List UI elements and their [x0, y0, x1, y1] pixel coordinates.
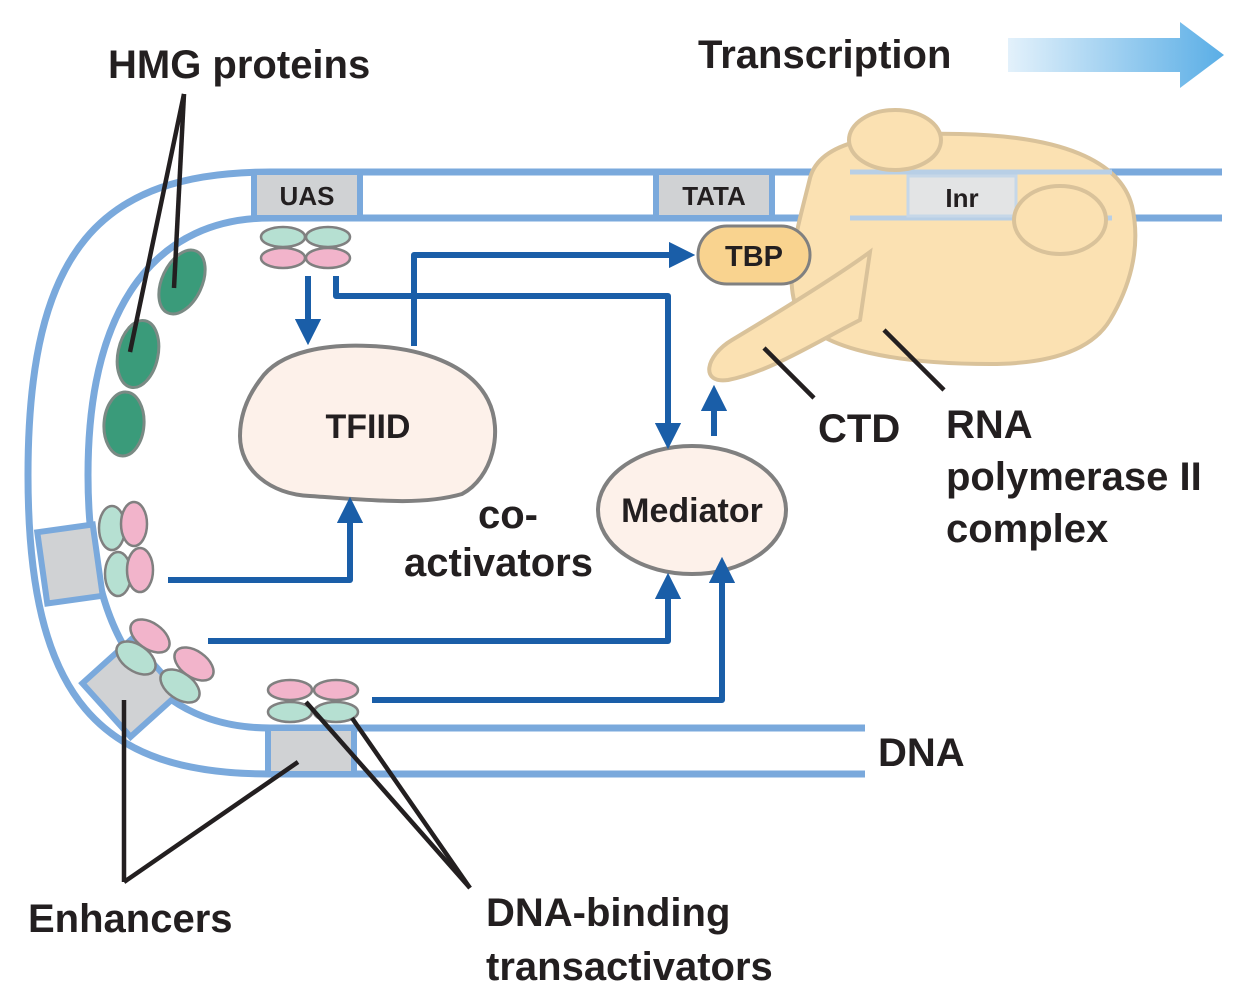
leader-lines — [121, 93, 946, 890]
ctd-tail — [707, 247, 873, 383]
arrow-enhancer-to-mediator-2 — [372, 556, 736, 703]
tbp-label: TBP — [725, 241, 783, 273]
transactivator-cluster-2 — [115, 618, 215, 704]
transactivators-label-line1: DNA-binding — [486, 891, 730, 935]
rna-pol-label-line1: RNA — [946, 403, 1033, 447]
rna-pol-label-line3: complex — [946, 507, 1108, 551]
hmg-proteins-label: HMG proteins — [108, 43, 370, 87]
arrow-enhancer-to-tfiid — [168, 496, 364, 583]
tfiid: TFIID — [237, 343, 498, 504]
enhancer-box — [265, 725, 357, 777]
transactivators-label-line2: transactivators — [486, 945, 773, 989]
ctd-label: CTD — [818, 407, 900, 451]
coactivators-label-line2: activators — [404, 541, 593, 585]
rna-polymerase-complex: Inr — [707, 108, 1138, 383]
hmg-protein — [157, 248, 207, 316]
tata-site: TATA — [653, 169, 775, 221]
transactivator-cluster-1 — [97, 500, 155, 598]
hmg-protein — [102, 390, 146, 458]
hmg-protein — [115, 318, 161, 390]
enhancers-label: Enhancers — [28, 897, 233, 941]
hmg-proteins — [102, 248, 207, 458]
tata-label: TATA — [682, 181, 746, 211]
mediator-label: Mediator — [621, 492, 763, 530]
dna-strands — [24, 168, 1222, 778]
transcription-arrow — [1008, 22, 1224, 88]
dna-label: DNA — [878, 731, 965, 775]
inr-site — [906, 174, 1018, 218]
transcription-label: Transcription — [698, 33, 951, 77]
signal-arrows — [168, 241, 736, 703]
transactivator-cluster-3 — [266, 678, 360, 724]
mediator: Mediator — [596, 444, 788, 576]
tfiid-label: TFIID — [326, 408, 411, 446]
arrow-enhancer-to-mediator-1 — [208, 572, 682, 644]
uas-label: UAS — [280, 181, 335, 211]
tbp: TBP — [696, 224, 812, 286]
coactivators-label-line1: co- — [478, 493, 538, 537]
arrow-tfiid-to-tbp — [411, 241, 696, 346]
rna-pol-label-line2: polymerase II — [946, 455, 1202, 499]
enhancer-sites — [33, 521, 357, 777]
uas-site: UAS — [251, 169, 363, 221]
enhancer-box — [33, 521, 107, 607]
uas-activators — [259, 225, 352, 270]
arrow-uas-to-mediator — [333, 276, 682, 450]
inr-label: Inr — [945, 183, 978, 213]
